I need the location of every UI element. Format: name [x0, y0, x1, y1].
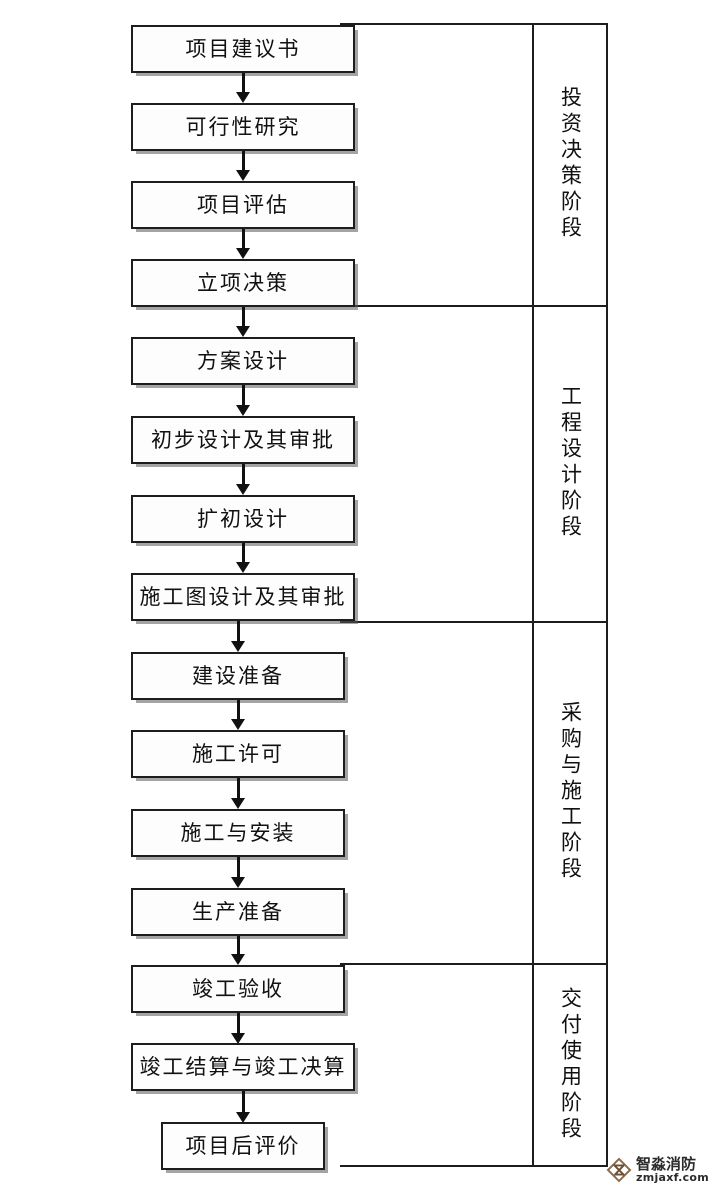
watermark-url: zmjaxf.com: [636, 1171, 710, 1184]
brand-logo-icon: [606, 1157, 632, 1183]
flow-node-label: 施工许可: [192, 741, 284, 766]
phase-cell-procurement-construction: 采购与施工阶段: [533, 621, 608, 963]
flow-node-label: 生产准备: [192, 899, 284, 924]
phase-divider-1: [340, 305, 608, 307]
flow-node-9[interactable]: 建设准备: [131, 652, 345, 700]
flow-node-13[interactable]: 竣工验收: [131, 965, 345, 1013]
flow-node-11[interactable]: 施工与安装: [131, 809, 345, 857]
flow-node-3[interactable]: 项目评估: [131, 181, 355, 229]
phase-table-frame: [340, 23, 608, 1167]
flow-node-label: 立项决策: [197, 270, 289, 295]
watermark: 智淼消防 zmjaxf.com: [606, 1157, 709, 1183]
phase-cell-investment-decision: 投资决策阶段: [533, 23, 608, 305]
watermark-brand: 智淼消防: [636, 1155, 697, 1173]
flow-node-label: 扩初设计: [197, 506, 289, 531]
flow-node-8[interactable]: 施工图设计及其审批: [131, 573, 355, 621]
phase-column-inner-divider: [532, 23, 534, 1167]
flow-node-6[interactable]: 初步设计及其审批: [131, 416, 355, 464]
flow-node-label: 可行性研究: [185, 114, 301, 139]
phase-label-text: 交付使用阶段: [558, 987, 583, 1143]
flow-node-label: 项目后评价: [185, 1133, 301, 1158]
flow-node-label: 项目评估: [197, 192, 289, 217]
flow-node-label: 建设准备: [192, 663, 284, 688]
flow-node-2[interactable]: 可行性研究: [131, 103, 355, 151]
flow-node-5[interactable]: 方案设计: [131, 337, 355, 385]
flow-node-label: 施工与安装: [180, 820, 296, 845]
phase-cell-delivery-use: 交付使用阶段: [533, 963, 608, 1167]
phase-divider-2: [340, 621, 608, 623]
phase-cell-engineering-design: 工程设计阶段: [533, 305, 608, 621]
flow-node-label: 竣工验收: [192, 976, 284, 1001]
flow-node-label: 项目建议书: [185, 36, 301, 61]
phase-label-text: 工程设计阶段: [558, 385, 583, 541]
flow-node-10[interactable]: 施工许可: [131, 730, 345, 778]
flow-node-label: 初步设计及其审批: [151, 427, 335, 452]
flow-node-12[interactable]: 生产准备: [131, 888, 345, 936]
phase-label-text: 采购与施工阶段: [558, 701, 583, 883]
flow-node-14[interactable]: 竣工结算与竣工决算: [131, 1043, 355, 1091]
phase-divider-3: [340, 963, 608, 965]
flow-node-15[interactable]: 项目后评价: [161, 1122, 325, 1170]
flow-node-1[interactable]: 项目建议书: [131, 25, 355, 73]
flow-node-label: 竣工结算与竣工决算: [139, 1054, 347, 1079]
flow-node-4[interactable]: 立项决策: [131, 259, 355, 307]
flow-node-label: 方案设计: [197, 348, 289, 373]
watermark-text: 智淼消防 zmjaxf.com: [636, 1155, 710, 1184]
flow-node-7[interactable]: 扩初设计: [131, 495, 355, 543]
flow-node-label: 施工图设计及其审批: [139, 584, 347, 609]
phase-label-text: 投资决策阶段: [558, 86, 583, 242]
